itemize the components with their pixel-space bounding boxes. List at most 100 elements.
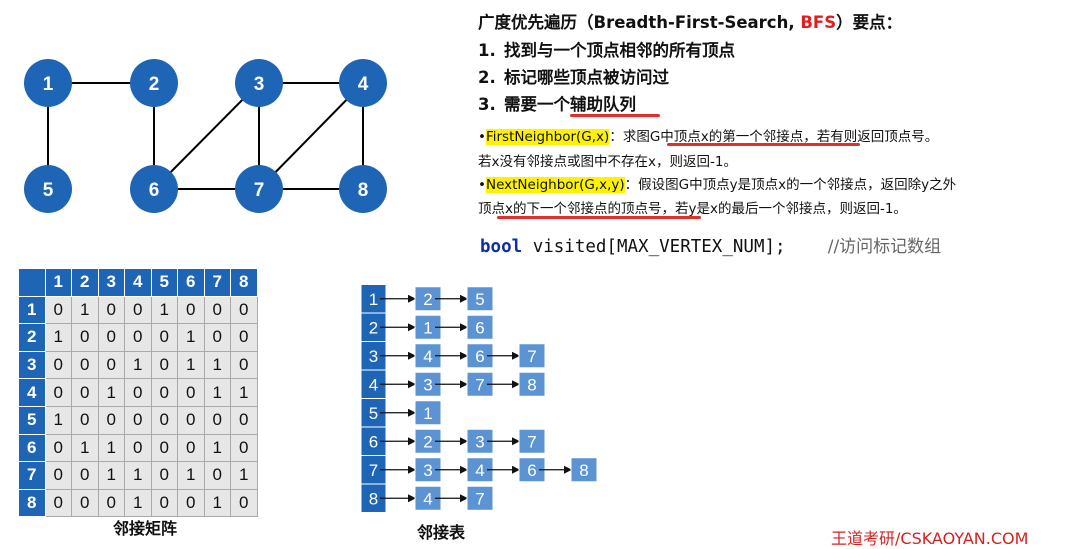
matrix-cell: 0 <box>71 405 99 435</box>
adj-vertex-cell <box>360 483 387 513</box>
adj-neighbor-label: 8 <box>527 375 536 394</box>
matrix-cell: 1 <box>230 461 258 490</box>
node-circle <box>235 165 283 213</box>
matrix-col-header: 3 <box>97 268 125 297</box>
adj-neighbor-label: 3 <box>423 461 432 480</box>
matrix-cell: 0 <box>44 295 72 325</box>
graph-edges <box>47 82 364 190</box>
adj-vertex-cell <box>360 341 387 371</box>
matrix-cell: 0 <box>97 488 125 518</box>
node-label: 1 <box>43 74 54 95</box>
node-label: 8 <box>358 180 369 201</box>
matrix-cell: 1 <box>203 488 231 518</box>
matrix-col-header: 6 <box>177 268 205 297</box>
matrix-row-header: 4 <box>18 378 46 407</box>
adj-neighbor-node <box>466 371 494 397</box>
matrix-cell: 1 <box>203 378 231 407</box>
adj-neighbor-node <box>466 286 494 312</box>
adj-neighbor-node <box>414 286 442 312</box>
adj-neighbor-label: 7 <box>475 489 484 508</box>
graph-node-8: 8 <box>339 165 387 213</box>
adj-neighbor-node <box>466 314 494 340</box>
adj-vertex-label: 5 <box>369 404 378 423</box>
adj-neighbor-node <box>414 485 442 511</box>
adj-neighbor-node <box>518 457 546 483</box>
matrix-cell: 0 <box>71 488 99 518</box>
matrix-col-header: 2 <box>71 268 99 297</box>
graph-node-5: 5 <box>24 165 72 213</box>
matrix-cell: 0 <box>230 405 258 435</box>
node-circle <box>130 165 178 213</box>
node-circle <box>235 59 283 107</box>
node-circle <box>339 165 387 213</box>
first-neighbor-desc-line2: 若x没有邻接点或图中不存在x，则返回-1。 <box>478 154 737 170</box>
matrix-cell: 1 <box>97 378 125 407</box>
adj-neighbor-label: 8 <box>579 461 588 480</box>
adj-vertex-label: 6 <box>369 432 378 451</box>
matrix-cell: 0 <box>203 461 231 490</box>
matrix-cell: 0 <box>97 350 125 380</box>
adj-neighbor-node <box>414 343 442 369</box>
adj-neighbor-node <box>414 400 442 426</box>
matrix-cell: 1 <box>44 405 72 435</box>
matrix-col-header: 7 <box>203 268 231 297</box>
matrix-cell: 1 <box>124 488 152 518</box>
brand-watermark: 王道考研/CSKAOYAN.COM <box>831 529 1029 548</box>
adj-neighbor-node <box>466 485 494 511</box>
node-label: 4 <box>358 74 369 95</box>
graph-node-3: 3 <box>235 59 283 107</box>
graph-node-7: 7 <box>235 165 283 213</box>
matrix-cell: 0 <box>71 323 99 352</box>
matrix-corner <box>18 268 46 297</box>
matrix-col-header: 8 <box>230 268 258 297</box>
node-label: 3 <box>254 74 265 95</box>
node-circle <box>130 59 178 107</box>
adj-vertex-cell <box>360 312 387 342</box>
matrix-cell: 1 <box>150 295 178 325</box>
adj-neighbor-node <box>466 457 494 483</box>
matrix-cell: 0 <box>150 461 178 490</box>
matrix-col-header: 4 <box>124 268 152 297</box>
adj-vertex-label: 4 <box>369 375 378 394</box>
adj-vertex-cell <box>360 455 387 485</box>
matrix-cell: 0 <box>124 405 152 435</box>
queue-underline <box>570 114 660 117</box>
adj-vertex-cell <box>360 369 387 399</box>
matrix-cell: 1 <box>44 323 72 352</box>
adj-vertex-cell <box>360 284 387 314</box>
matrix-cell: 0 <box>71 378 99 407</box>
graph-node-1: 1 <box>24 59 72 107</box>
matrix-cell: 1 <box>203 433 231 463</box>
matrix-cell: 1 <box>71 433 99 463</box>
matrix-cell: 0 <box>150 378 178 407</box>
adj-neighbor-node <box>518 428 546 454</box>
adj-neighbor-label: 1 <box>423 404 432 423</box>
node-label: 7 <box>254 180 265 201</box>
visited-array-code: bool visited[MAX_VERTEX_NUM]; //访问标记数组 <box>480 237 942 257</box>
next-neighbor-desc: •NextNeighbor(G,x,y)：假设图G中顶点y是顶点x的一个邻接点，… <box>478 177 957 193</box>
matrix-cell: 0 <box>177 488 205 518</box>
matrix-col-header: 1 <box>44 268 72 297</box>
graph-node-6: 6 <box>130 165 178 213</box>
matrix-cell: 0 <box>230 433 258 463</box>
adj-neighbor-label: 6 <box>475 318 484 337</box>
matrix-cell: 0 <box>230 350 258 380</box>
first-neighbor-name: FirstNeighbor(G,x) <box>485 129 610 145</box>
adj-neighbor-node <box>518 371 546 397</box>
matrix-cell: 1 <box>177 461 205 490</box>
adj-vertex-label: 2 <box>369 318 378 337</box>
matrix-cell: 0 <box>97 323 125 352</box>
point-2: 2.标记哪些顶点被访问过 <box>478 68 669 87</box>
adj-neighbor-label: 5 <box>475 290 484 309</box>
matrix-cell: 0 <box>124 433 152 463</box>
adj-vertex-label: 1 <box>369 290 378 309</box>
adj-neighbor-node <box>414 314 442 340</box>
matrix-cell: 1 <box>177 350 205 380</box>
